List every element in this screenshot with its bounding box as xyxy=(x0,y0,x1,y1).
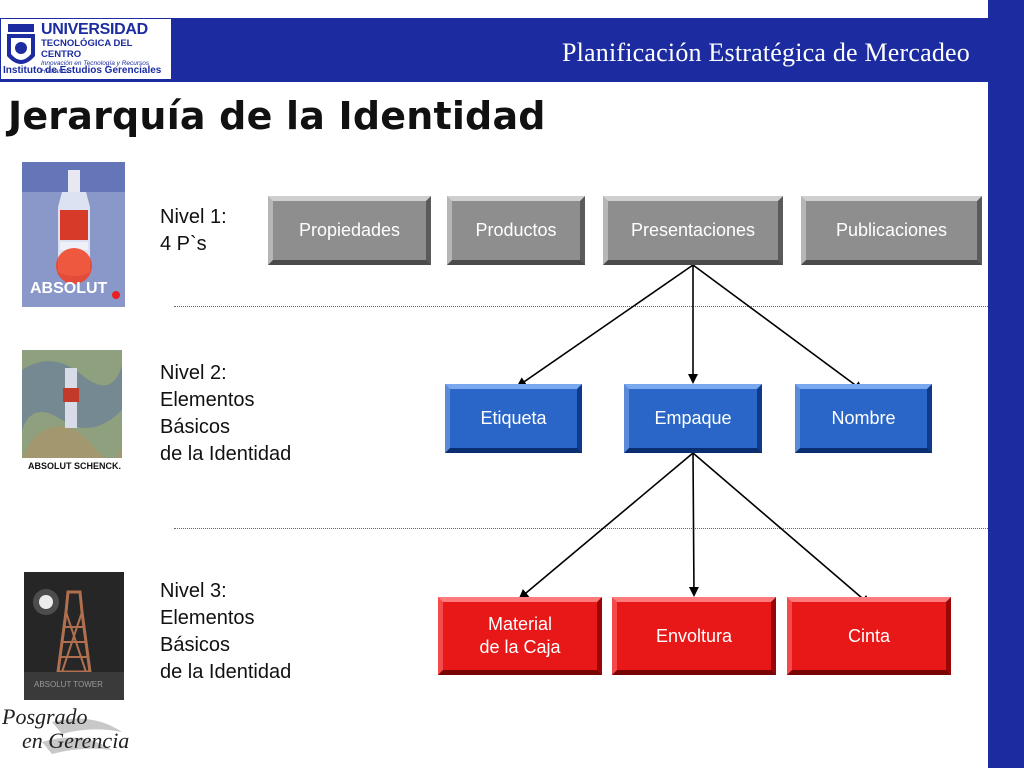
absolut-bottle-image: ABSOLUT xyxy=(22,162,125,307)
box-envoltura: Envoltura xyxy=(612,597,776,675)
posgrado-line2: en Gerencia xyxy=(22,728,130,753)
image2-caption: ABSOLUT SCHENCK. xyxy=(28,461,122,471)
logo-innovacion: Innovación en Tecnología y Recursos Huma… xyxy=(41,60,150,75)
image3-caption: ABSOLUT TOWER xyxy=(34,680,103,689)
box-productos: Productos xyxy=(447,196,585,265)
level-separator xyxy=(174,306,988,307)
box-publicaciones: Publicaciones xyxy=(801,196,982,265)
level-2-label: Nivel 2: Elementos Básicos de la Identid… xyxy=(160,362,292,465)
box-empaque: Empaque xyxy=(624,384,762,453)
logo-instituto: Instituto de Estudios Gerenciales xyxy=(3,65,162,76)
box-material-de-la-caja: Material de la Caja xyxy=(438,597,602,675)
posgrado-swirl-icon xyxy=(42,718,122,754)
arrow-presentaciones-nombre xyxy=(692,264,864,392)
image1-caption: ABSOLUT xyxy=(30,280,108,297)
right-side-bar xyxy=(988,0,1024,768)
university-logo: UNIVERSIDAD TECNOLÓGICA DEL CENTRO Innov… xyxy=(0,18,172,80)
logo-university: UNIVERSIDAD xyxy=(41,21,148,38)
box-propiedades: Propiedades xyxy=(268,196,431,265)
posgrado-logo: Posgrado en Gerencia xyxy=(2,704,142,766)
arrow-presentaciones-etiqueta xyxy=(516,264,694,388)
logo-tecnologica: TECNOLÓGICA DEL CENTRO xyxy=(41,38,133,60)
absolut-schenck-image: ABSOLUT SCHENCK. xyxy=(22,350,122,478)
course-title: Planificación Estratégica de Mercadeo xyxy=(561,38,970,67)
arrow-empaque-envoltura xyxy=(688,452,699,597)
level-1-label: Nivel 1: 4 P`s xyxy=(160,206,227,255)
level-3-label: Nivel 3: Elementos Básicos de la Identid… xyxy=(160,580,292,683)
level-separator xyxy=(174,528,988,529)
box-etiqueta: Etiqueta xyxy=(445,384,582,453)
box-presentaciones: Presentaciones xyxy=(603,196,783,265)
arrow-empaque-material xyxy=(518,452,694,600)
slide-title: Jerarquía de la Identidad xyxy=(8,94,546,138)
seal-icon xyxy=(4,22,38,76)
box-nombre: Nombre xyxy=(795,384,932,453)
posgrado-line1: Posgrado xyxy=(2,704,88,729)
box-cinta: Cinta xyxy=(787,597,951,675)
absolut-tower-image: ABSOLUT TOWER xyxy=(24,572,124,700)
